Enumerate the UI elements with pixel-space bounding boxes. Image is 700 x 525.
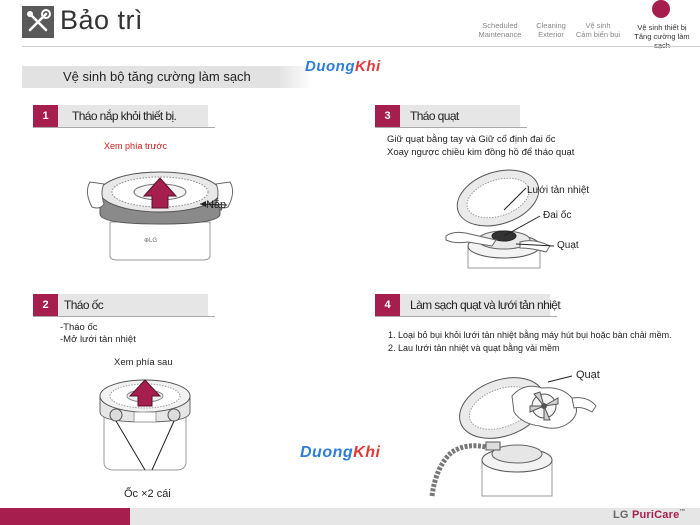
- step-3-title: Tháo quạt: [410, 109, 459, 123]
- step-4-illustration: [429, 375, 597, 497]
- section-title-fade: [278, 66, 314, 88]
- step-1-view-label: Xem phía trước: [104, 141, 167, 151]
- nav-cleaning-exterior[interactable]: Cleaning Exterior: [536, 21, 566, 39]
- step-1-rule: [33, 127, 215, 128]
- step-3-line-1: Giữ quạt bằng tay và Giữ cố định đai ốc: [387, 134, 556, 145]
- step-2-callout-screws: Ốc ×2 cái: [124, 488, 171, 500]
- step-2-line-2: -Mở lưới tản nhiệt: [60, 334, 136, 345]
- step-2-view-label: Xem phía sau: [114, 357, 173, 368]
- step-2-number: 2: [33, 294, 58, 316]
- step-1-bar: [58, 105, 208, 127]
- step-3-illustration: [445, 169, 555, 269]
- header-divider: [22, 46, 700, 47]
- step-4-number: 4: [375, 294, 400, 316]
- section-title-bar: [22, 66, 278, 88]
- step-2-rule: [33, 316, 215, 317]
- section-title: Vệ sinh bộ tăng cường làm sạch: [63, 69, 251, 84]
- step-4-title: Làm sạch quạt và lưới tản nhiệt: [410, 298, 561, 312]
- step-1-title: Tháo nắp khỏi thiết bị.: [72, 109, 177, 123]
- tools-icon: [22, 6, 54, 38]
- step-2-bar: [58, 294, 208, 316]
- step-3-callout-nut: Đai ốc: [543, 210, 572, 221]
- step-4-callout-fan: Quạt: [576, 369, 600, 381]
- step-1-number: 1: [33, 105, 58, 127]
- step-3-line-2: Xoay ngược chiều kim đồng hồ để tháo quạ…: [387, 147, 575, 158]
- watermark-logo: DuongKhi: [305, 58, 381, 75]
- step-1-callout-cover: Nắp: [206, 199, 227, 211]
- step-3-bar: [400, 105, 520, 127]
- footer-accent-bar: [0, 508, 130, 525]
- step-3-callout-fan: Quạt: [557, 240, 579, 251]
- active-nav-indicator: [652, 0, 670, 18]
- page-title: Bảo trì: [60, 5, 144, 35]
- footer-brand-logo: LG PuriCare™: [613, 509, 686, 521]
- footer-bar: [130, 508, 700, 525]
- step-4-line-1: 1. Loại bỏ bụi khỏi lưới tản nhiệt bằng …: [388, 330, 672, 340]
- step-3-callout-grille: Lưới tản nhiệt: [527, 185, 590, 196]
- step-2-line-1: -Tháo ốc: [60, 322, 98, 333]
- step-2-illustration: [99, 379, 191, 471]
- step-4-bar: [400, 294, 550, 316]
- step-1-illustration: ⊕LG: [86, 171, 234, 261]
- nav-dust-sensor[interactable]: Vệ sinh Cảm biến bụi: [575, 21, 621, 39]
- step-3-number: 3: [375, 105, 400, 127]
- nav-scheduled-maintenance[interactable]: Scheduled Maintenance: [478, 21, 522, 39]
- step-2-title: Tháo ốc: [64, 298, 104, 312]
- step-3-rule: [375, 127, 527, 128]
- watermark-logo-2: DuongKhi: [300, 444, 381, 461]
- step-4-line-2: 2. Lau lưới tản nhiệt và quạt bằng vải m…: [388, 343, 560, 353]
- nav-device-booster[interactable]: Vệ sinh thiết bị Tăng cường làm sạch: [634, 23, 690, 50]
- svg-text:⊕LG: ⊕LG: [144, 238, 157, 244]
- step-4-rule: [375, 316, 557, 317]
